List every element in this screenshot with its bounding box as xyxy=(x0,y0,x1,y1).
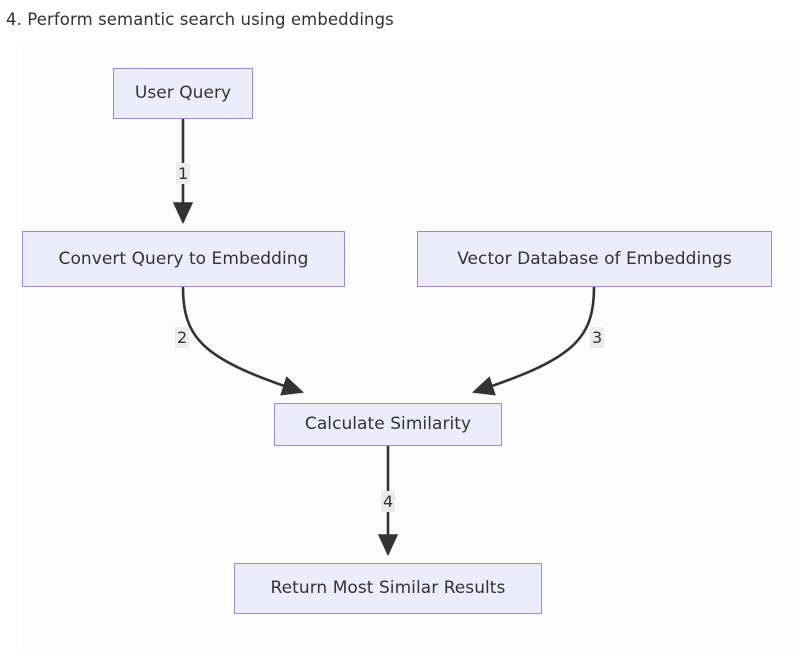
edge-label-1: 1 xyxy=(176,163,191,184)
edge-label-4: 4 xyxy=(381,491,396,512)
node-calculate-similarity[interactable]: Calculate Similarity xyxy=(274,403,502,446)
node-vector-database-of-embeddings[interactable]: Vector Database of Embeddings xyxy=(417,231,772,287)
diagram-canvas xyxy=(22,44,800,651)
node-user-query[interactable]: User Query xyxy=(113,68,253,119)
edge-label-2: 2 xyxy=(175,327,190,348)
page-title: 4. Perform semantic search using embeddi… xyxy=(6,10,394,29)
node-return-most-similar-results[interactable]: Return Most Similar Results xyxy=(234,563,542,614)
edge-label-3: 3 xyxy=(590,327,605,348)
node-convert-query-to-embedding[interactable]: Convert Query to Embedding xyxy=(22,231,345,287)
edge-vector-db-to-calc-similarity xyxy=(472,286,596,396)
edge-convert-query-to-calc-similarity xyxy=(181,286,304,396)
